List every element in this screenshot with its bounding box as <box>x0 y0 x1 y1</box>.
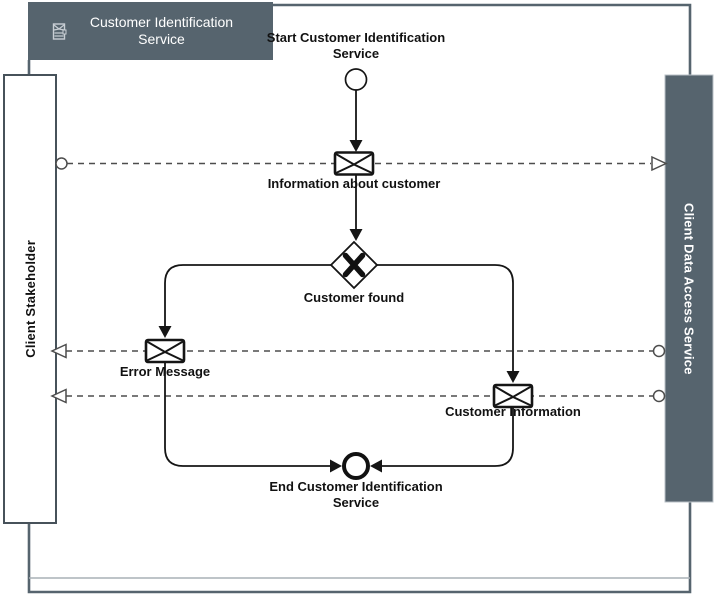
end-event-circle <box>342 452 370 480</box>
end-event-label: End Customer Identification Service <box>269 479 443 510</box>
envelope-flap-icon <box>335 153 373 174</box>
envelope-flap-icon <box>146 340 184 362</box>
sequence-flow-arrowhead <box>370 459 382 473</box>
sequence-flow-arrowhead <box>349 229 363 241</box>
customer-information-label: Customer Information <box>445 404 581 419</box>
message-flow-start-circle <box>652 389 666 403</box>
message-flow-open-arrowhead <box>651 155 668 172</box>
message-flow-start-circle <box>652 344 666 358</box>
message-flow-start-circle <box>55 157 68 170</box>
sequence-flow-gateway-to-custinfo[interactable] <box>377 264 520 383</box>
stacked-messages-icon <box>52 22 67 40</box>
message-flow-open-arrowhead <box>50 343 67 359</box>
error-message-label: Error Message <box>119 364 211 379</box>
sequence-flow-line <box>382 407 514 467</box>
lane-label: Client Stakeholder <box>22 240 38 358</box>
message-customer-information[interactable] <box>492 383 534 409</box>
lane-client-data-access-service-box <box>664 74 714 503</box>
lane-client-data-access-service[interactable] <box>664 74 714 503</box>
message-flow-customer-information[interactable] <box>50 388 666 404</box>
start-event[interactable] <box>344 68 368 91</box>
sequence-flow-arrowhead <box>349 140 363 152</box>
gateway-customer-found[interactable] <box>329 240 379 290</box>
info-message-label: Information about customer <box>267 176 441 191</box>
sequence-flow-line <box>164 264 332 328</box>
message-flow-open-arrowhead <box>50 388 67 404</box>
sequence-flow-line <box>377 264 514 373</box>
pool-header[interactable]: Customer Identification Service <box>28 2 273 60</box>
start-event-label: Start Customer Identification Service <box>266 30 446 61</box>
sequence-flow-arrowhead <box>330 459 342 473</box>
sequence-flow-info-to-gateway[interactable] <box>349 175 363 241</box>
sequence-flow-gateway-to-error[interactable] <box>158 264 333 338</box>
end-event[interactable] <box>342 452 370 480</box>
sequence-flow-error-to-end[interactable] <box>164 362 342 473</box>
sequence-flow-start-to-info[interactable] <box>349 90 363 153</box>
lane-label: Client Data Access Service <box>681 202 697 375</box>
lane-client-stakeholder[interactable] <box>3 74 57 524</box>
lane-client-data-access-service-label-area[interactable]: Client Data Access Service <box>665 75 713 502</box>
lane-client-stakeholder-label-area[interactable]: Client Stakeholder <box>4 75 56 523</box>
envelope-flap-icon <box>494 385 532 407</box>
message-error-message[interactable] <box>144 338 186 364</box>
exclusive-gateway-x-icon <box>342 252 366 278</box>
sequence-flow-line <box>164 362 331 467</box>
sequence-flow-custinfo-to-end[interactable] <box>370 407 514 473</box>
message-flow-error-message[interactable] <box>50 343 666 359</box>
sequence-flow-arrowhead <box>506 371 520 383</box>
gateway-label: Customer found <box>303 290 405 305</box>
start-event-circle <box>344 68 368 91</box>
lane-client-stakeholder-box <box>3 74 57 524</box>
pool-title: Customer Identification Service <box>89 14 234 47</box>
sequence-flow-arrowhead <box>158 326 172 338</box>
message-information-about-customer[interactable] <box>333 151 375 176</box>
